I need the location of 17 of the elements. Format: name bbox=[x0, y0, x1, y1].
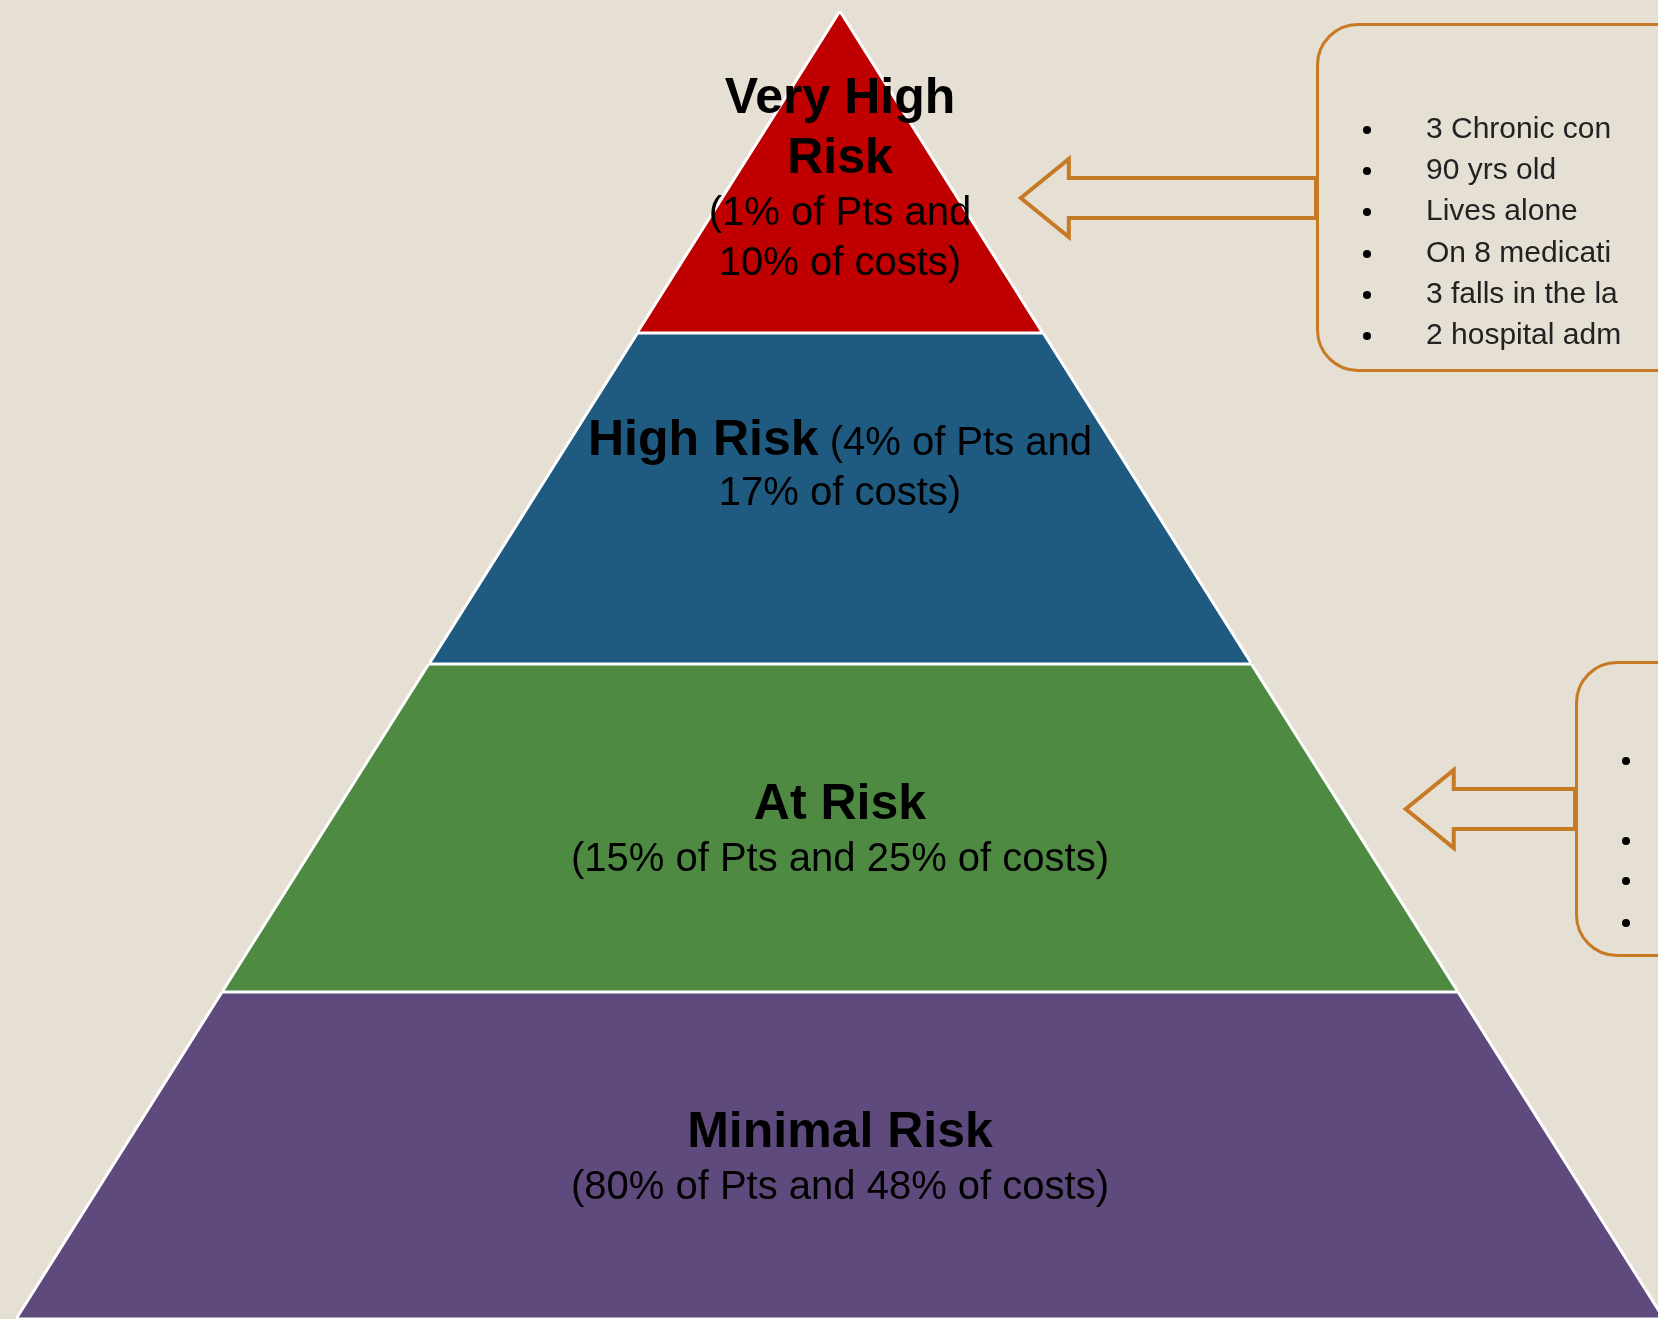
pyramid-tier bbox=[15, 992, 1658, 1319]
bullet-text: 3 falls in the la bbox=[1426, 274, 1618, 311]
bullet-text: 90 yrs old bbox=[1426, 151, 1557, 188]
bullet-text: 3 Chronic con bbox=[1426, 110, 1612, 146]
bullet-text: On 8 medicati bbox=[1426, 233, 1612, 270]
pyramid-tier bbox=[221, 664, 1458, 992]
bullet-text: Lives alone bbox=[1426, 192, 1578, 229]
tier-title: Minimal Risk bbox=[687, 1101, 993, 1160]
tier-description: High Risk (4% of Pts and 17% of costs) bbox=[586, 413, 1093, 515]
tier-description: (1% of Pts and 10% of costs) bbox=[707, 188, 973, 285]
bullet-text: 2 hospital adm bbox=[1426, 316, 1622, 352]
tier-description: (80% of Pts and 48% of costs) bbox=[570, 1162, 1109, 1209]
block-arrow bbox=[1017, 154, 1318, 242]
pyramid-tier bbox=[428, 333, 1252, 664]
block-arrow bbox=[1402, 765, 1577, 853]
tier-description: (15% of Pts and 25% of costs) bbox=[570, 834, 1109, 881]
tier-title: At Risk bbox=[753, 773, 927, 832]
